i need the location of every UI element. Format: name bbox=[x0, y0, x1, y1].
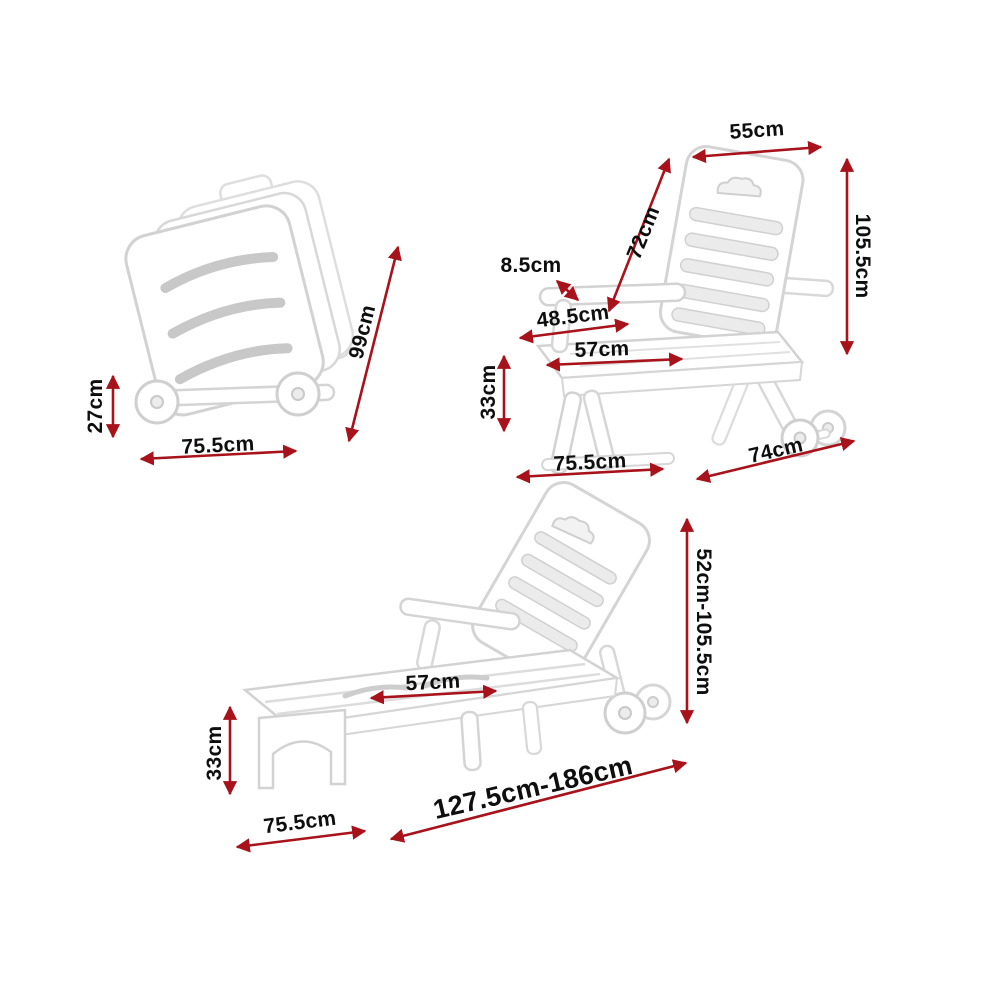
dim-line-folded-width bbox=[139, 444, 298, 466]
upright-dimension-lines bbox=[496, 140, 856, 484]
dim-line-armrest bbox=[555, 280, 580, 301]
folded-chair-illustration bbox=[124, 174, 355, 425]
dim-label-folded-width: 75.5cm bbox=[180, 432, 256, 459]
lounger-dimension-lines bbox=[222, 517, 695, 853]
lounger-chair-illustration bbox=[241, 481, 672, 790]
dim-line-base-depth bbox=[695, 437, 856, 483]
dim-label-base-width: 75.5cm bbox=[552, 449, 628, 476]
folded-dimension-lines bbox=[105, 245, 402, 466]
dim-line-length-range bbox=[389, 759, 688, 843]
dim-line-lounger-base-width bbox=[235, 825, 367, 853]
dim-line-folded-length bbox=[345, 245, 402, 443]
dim-label-lounger-seat-height: 33cm bbox=[203, 725, 226, 781]
dim-label-seat-height: 33cm bbox=[477, 364, 500, 420]
cloud-handle-cutout bbox=[716, 176, 762, 198]
dim-label-armrest-height: 8.5cm bbox=[500, 254, 562, 277]
dim-line-backrest-width bbox=[691, 140, 823, 164]
dim-line-lounger-seat-width bbox=[369, 684, 498, 705]
dim-label-height-range: 52cm-105.5cm bbox=[692, 548, 715, 696]
dim-line-backrest-length bbox=[607, 157, 671, 313]
dim-line-seat-width bbox=[545, 352, 684, 372]
dim-label-lounger-seat-width: 57cm bbox=[404, 669, 461, 696]
dim-label-backrest-width: 55cm bbox=[728, 117, 786, 144]
dim-line-base-width bbox=[515, 462, 665, 484]
dim-label-seat-width: 57cm bbox=[574, 337, 630, 362]
dim-label-overall-height: 105.5cm bbox=[851, 213, 874, 299]
dim-label-folded-height: 27cm bbox=[84, 378, 107, 434]
dim-line-seat-depth bbox=[518, 318, 630, 344]
cloud-handle-cutout bbox=[551, 516, 595, 545]
